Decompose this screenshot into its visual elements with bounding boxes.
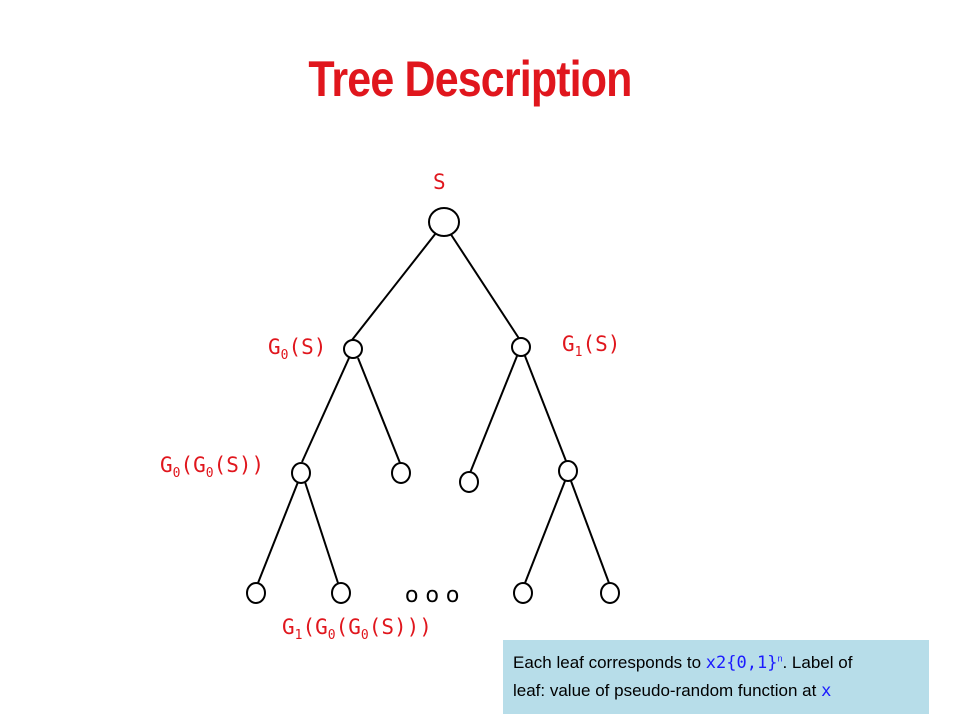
edge-rr-left <box>524 480 566 584</box>
leaf-node-2 <box>331 582 351 604</box>
slide-title: Tree Description <box>308 51 632 107</box>
tree-edges <box>257 232 610 584</box>
tree-nodes <box>246 207 620 604</box>
edge-left-leftchild <box>301 357 350 463</box>
note-line2-prefix: leaf: value of pseudo-random function at <box>513 681 822 700</box>
node-g1g1 <box>558 460 578 482</box>
label-root: S <box>433 170 446 194</box>
label-g1-g0-g0-s: G1(G0(G0(S))) <box>282 615 432 643</box>
note-line-1: Each leaf corresponds to x2{0,1}n. Label… <box>513 649 917 677</box>
edge-right-rightchild <box>524 355 567 462</box>
edge-ll-left <box>257 481 299 584</box>
note-line-2: leaf: value of pseudo-random function at… <box>513 677 917 705</box>
node-g0g0 <box>291 462 311 484</box>
leaf-node-4 <box>600 582 620 604</box>
edge-root-right <box>449 232 521 341</box>
leaf-note-box: Each leaf corresponds to x2{0,1}n. Label… <box>503 640 929 714</box>
edge-root-left <box>351 232 437 341</box>
note-superscript-n: n <box>777 653 783 664</box>
leaf-node-3 <box>513 582 533 604</box>
edge-ll-right <box>304 481 339 584</box>
note-symbol-x: x <box>705 653 717 673</box>
ellipsis-dots: o o o <box>405 583 459 608</box>
edge-left-rightchild <box>357 357 401 464</box>
label-g0-s: G0(S) <box>268 335 326 363</box>
node-g1 <box>511 337 531 357</box>
node-root <box>428 207 460 237</box>
note-line1-suffix: . Label of <box>782 653 853 672</box>
note-line1-prefix: Each leaf corresponds to <box>513 653 706 672</box>
leaf-node-1 <box>246 582 266 604</box>
note-symbol-set: 2{0,1} <box>716 653 778 673</box>
label-g1-s: G1(S) <box>562 332 620 360</box>
label-g0-g0-s: G0(G0(S)) <box>160 453 264 481</box>
note-line2-symbol-x: x <box>821 681 832 701</box>
edge-rr-right <box>570 480 610 584</box>
node-g1g0 <box>391 462 411 484</box>
node-g0 <box>343 339 363 359</box>
edge-right-leftchild <box>469 355 518 474</box>
node-g0g1 <box>459 471 479 493</box>
